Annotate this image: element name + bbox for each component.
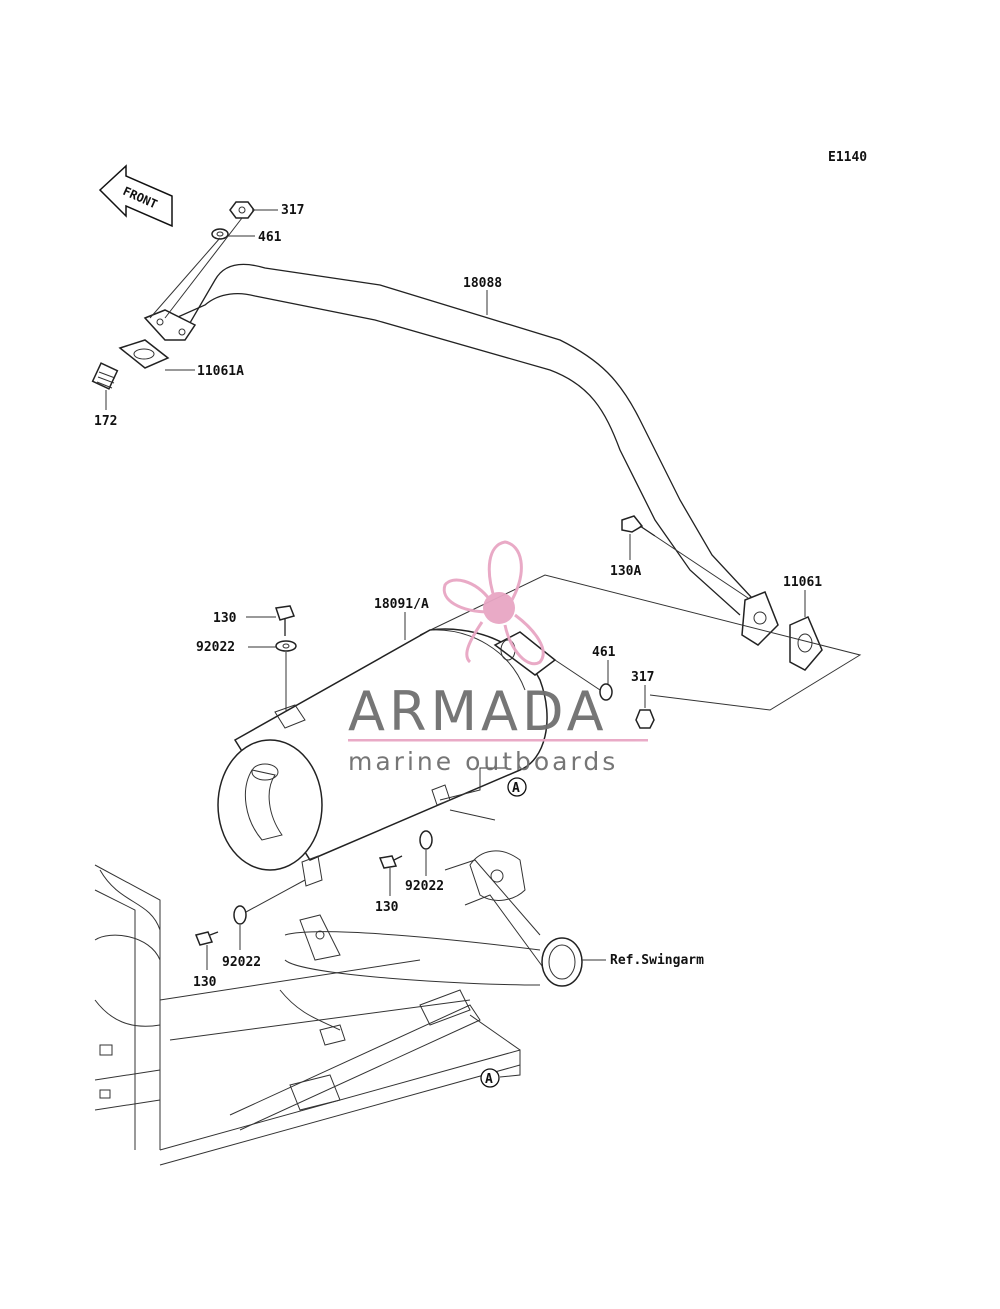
- diagram-code: E1140: [828, 150, 867, 165]
- bolt-130a: [621, 515, 656, 537]
- callout-130-bottom: 130: [193, 975, 217, 990]
- watermark: ARMADA marine outboards: [348, 540, 648, 776]
- callout-18091a: 18091/A: [374, 597, 429, 612]
- callout-130-mid: 130: [375, 900, 399, 915]
- callout-317-right: 317: [631, 670, 654, 685]
- callout-317-top: 317: [281, 203, 304, 218]
- callout-ref-swingarm: Ref.Swingarm: [610, 953, 704, 968]
- callout-11061: 11061: [783, 575, 822, 590]
- callout-172: 172: [94, 414, 117, 429]
- leader-lines: [105, 209, 806, 1078]
- callout-461-top: 461: [258, 230, 282, 245]
- washer-92022-mid: [419, 830, 433, 850]
- bolt-130-bottom: [194, 931, 219, 946]
- ref-a-upper: A: [512, 781, 520, 796]
- nut-317-top: [229, 201, 255, 219]
- callout-130-top: 130: [213, 611, 237, 626]
- front-arrow-icon: FRONT: [98, 164, 173, 228]
- gasket-11061: [789, 616, 823, 671]
- ref-a-lower: A: [485, 1072, 493, 1087]
- stud-172: [91, 362, 119, 390]
- watermark-brand: ARMADA: [348, 680, 608, 743]
- callout-11061a: 11061A: [197, 364, 244, 379]
- nut-317-right: [635, 709, 655, 729]
- callout-92022-bottom: 92022: [222, 955, 261, 970]
- washer-461-top: [211, 228, 229, 240]
- ref-a-upper-marker: A: [507, 777, 527, 797]
- frame-structure: [94, 850, 583, 1166]
- watermark-tagline: marine outboards: [348, 747, 618, 776]
- callout-92022-top: 92022: [196, 640, 235, 655]
- ref-a-lower-marker: A: [480, 1068, 500, 1088]
- propeller-hub-icon: [483, 592, 515, 624]
- washer-461-right: [599, 683, 613, 701]
- bolt-130-top: [275, 605, 296, 636]
- propeller-logo-icon: [442, 540, 545, 666]
- callout-461-right: 461: [592, 645, 616, 660]
- washer-92022-top: [275, 640, 297, 652]
- bolt-130-mid: [378, 855, 403, 869]
- gasket-11061a: [118, 339, 170, 369]
- callout-130a: 130A: [610, 564, 641, 579]
- exhaust-pipe: [143, 263, 779, 646]
- washer-92022-bottom: [233, 905, 247, 925]
- callout-18088: 18088: [463, 276, 502, 291]
- callout-92022-mid: 92022: [405, 879, 444, 894]
- watermark-rule: [348, 739, 648, 742]
